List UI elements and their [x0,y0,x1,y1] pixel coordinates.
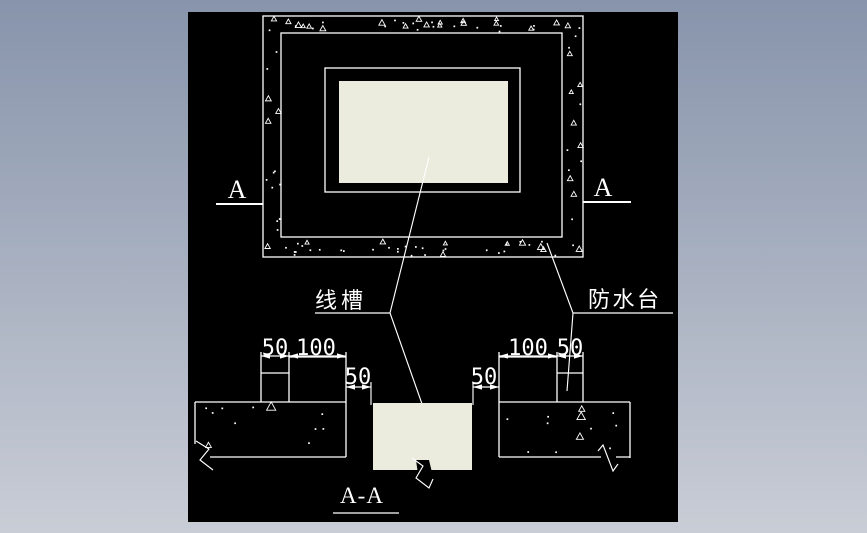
dimension-arrowheads [261,353,583,390]
section-marker-a-left: A [228,175,247,204]
section-marker-a-right: A [594,173,613,202]
right-slab-break-symbol [597,443,619,473]
plan-trough-outer-rect [324,67,521,193]
plan-view: A A [216,15,631,258]
section-trough [373,403,472,489]
trough-section-fill [373,403,472,470]
plan-curb-inner-rect [280,32,563,238]
dim-right-curb: 100 [508,336,548,361]
waterproof-curb-leader-line [546,242,574,392]
trough-break-symbol [411,457,434,489]
callout-cable-trough: 线槽 [315,156,435,439]
cable-trough-leader-line [389,156,435,439]
callout-waterproof-curb: 防水台 [546,242,673,392]
dim-right-step: 50 [557,336,584,361]
plan-trough-fill [339,81,508,183]
section-right-curb: 100 50 50 [471,336,631,473]
left-slab-break-symbol [195,440,214,471]
right-curb-outline [498,352,584,457]
cable-trough-label: 线槽 [315,288,367,313]
dim-left-curb: 100 [296,336,336,361]
section-title: A-A [340,483,384,508]
waterproof-curb-label: 防水台 [588,287,662,312]
left-curb-outline [260,352,347,457]
left-slab-outline [194,401,346,458]
section-title-block: A-A [333,483,399,514]
plan-outer-rect [262,15,584,258]
right-slab-outline [499,401,631,458]
concrete-stipple-texture [204,15,618,454]
